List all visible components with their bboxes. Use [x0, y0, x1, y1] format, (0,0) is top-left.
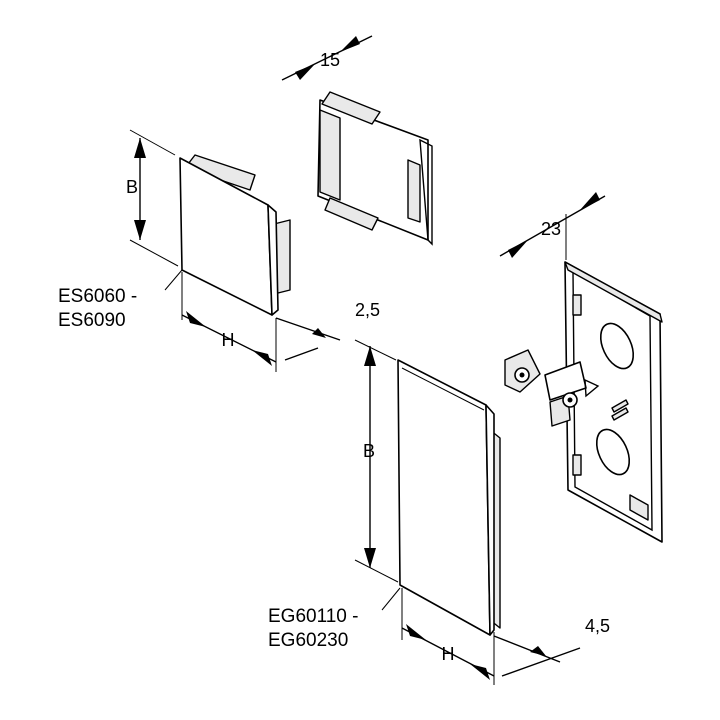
large-cap-dimension-h — [401, 588, 495, 685]
fastener — [504, 349, 600, 427]
small-thickness-label: 2,5 — [355, 300, 380, 320]
small-cap-dimension-h — [181, 272, 277, 372]
large-end-cap — [397, 359, 501, 636]
inner-depth-dimension — [281, 35, 373, 81]
large-cap-model-line-2: EG60230 — [268, 630, 348, 651]
flange-depth-dimension — [499, 192, 606, 260]
large-cap-dimension-b — [354, 339, 399, 583]
flange-depth-label: 23 — [541, 219, 561, 239]
small-cap-dimension-b — [129, 129, 179, 267]
small-height-label: B — [126, 177, 138, 197]
large-cap-leader — [381, 587, 401, 611]
small-cap-model-line-1: ES6060 - — [58, 286, 137, 307]
large-width-label: H — [442, 644, 455, 664]
large-thickness-label: 4,5 — [585, 616, 610, 636]
small-cap-leader — [164, 269, 183, 291]
large-cap-dimension-thickness — [493, 635, 581, 677]
small-cap-model-line-2: ES6090 — [58, 310, 126, 331]
small-width-label: H — [222, 330, 235, 350]
inner-clip — [317, 91, 433, 246]
small-end-cap — [179, 154, 291, 316]
large-height-label: B — [363, 441, 375, 461]
backplate — [564, 261, 663, 543]
large-cap-model-line-1: EG60110 - — [268, 606, 358, 627]
inner-depth-label: 15 — [320, 50, 340, 70]
small-cap-dimension-thickness — [275, 317, 341, 361]
